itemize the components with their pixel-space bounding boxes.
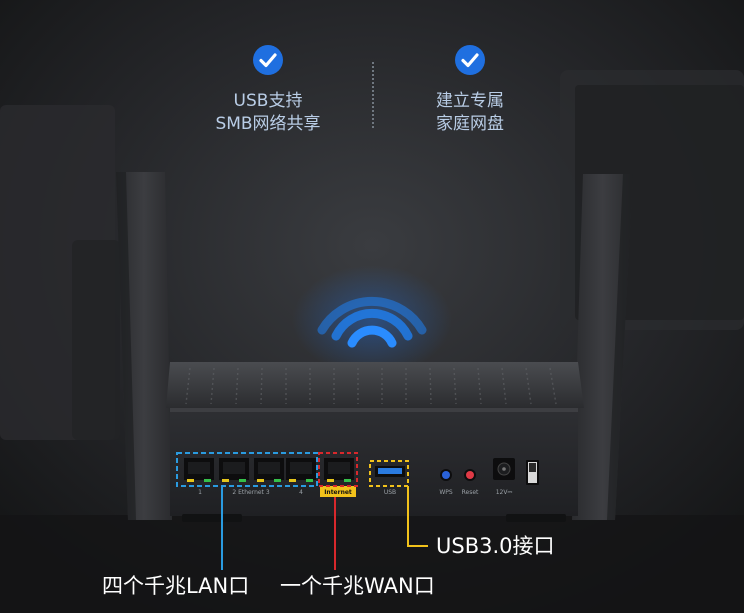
right-antenna — [572, 174, 633, 520]
router-top — [166, 362, 584, 408]
lan-callout: 四个千兆LAN口 — [102, 574, 250, 598]
feature-line-2: 家庭网盘 — [436, 114, 504, 134]
checkmark-icon — [253, 45, 283, 75]
lan-port-4-label: 4 — [299, 489, 303, 496]
lan-port-1 — [184, 458, 214, 482]
usb-port: USB — [375, 466, 405, 496]
feature-line-1: USB支持 — [233, 91, 303, 111]
feature-home-nas: 建立专属 家庭网盘 — [380, 44, 560, 136]
checkmark-icon — [455, 45, 485, 75]
lan-port-mid-label: 2 Ethernet 3 — [232, 489, 269, 496]
lan-highlight-box — [176, 452, 318, 487]
feature-line-2: SMB网络共享 — [215, 114, 321, 134]
reset-label: Reset — [462, 489, 479, 496]
usb-leader-line — [407, 486, 428, 547]
lan-port-2 — [219, 458, 249, 482]
reset-button: Reset — [462, 469, 479, 496]
wps-label: WPS — [439, 489, 453, 496]
lan-port-4 — [286, 458, 316, 482]
wifi-glow — [292, 265, 452, 375]
lan-port-3 — [254, 458, 284, 482]
power-label: 12V⎓ — [496, 489, 513, 496]
power-jack: 12V⎓ — [493, 458, 515, 496]
wps-button: WPS — [439, 469, 453, 496]
usb-callout: USB3.0接口 — [436, 534, 555, 558]
wan-port: Internet — [320, 458, 356, 497]
feature-usb-smb: USB支持 SMB网络共享 — [178, 44, 358, 136]
feature-divider — [372, 62, 374, 128]
wan-port-label: Internet — [324, 489, 352, 496]
usb-highlight-box — [369, 460, 409, 487]
wan-callout: 一个千兆WAN口 — [280, 574, 435, 598]
usb-port-label: USB — [384, 489, 396, 496]
lan-ports: 1 2 Ethernet 3 4 — [184, 458, 316, 496]
wifi-icon — [317, 296, 427, 348]
lan-port-1-label: 1 — [198, 489, 202, 496]
feature-line-1: 建立专属 — [436, 91, 504, 111]
power-switch — [526, 460, 539, 485]
left-antenna — [116, 172, 172, 520]
